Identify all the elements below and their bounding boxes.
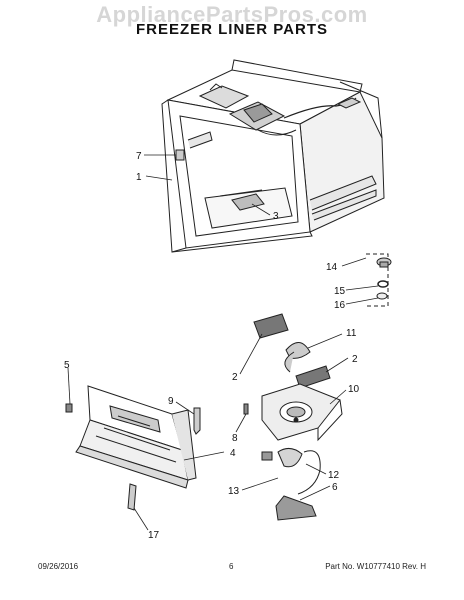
footer-part-number: Part No. W10777410 Rev. H bbox=[325, 562, 426, 571]
footer-date: 09/26/2016 bbox=[38, 562, 79, 571]
evaporator-cover-illustration bbox=[75, 385, 197, 511]
drain-parts-group bbox=[366, 253, 392, 307]
callout-11: 11 bbox=[346, 328, 357, 339]
callout-2-right: 2 bbox=[352, 354, 358, 365]
callout-4: 4 bbox=[230, 448, 236, 459]
callout-5: 5 bbox=[64, 360, 70, 371]
callout-7: 7 bbox=[136, 151, 142, 162]
callout-12: 12 bbox=[328, 470, 340, 481]
dashed-bracket bbox=[366, 253, 389, 307]
callout-14: 14 bbox=[326, 262, 338, 273]
callout-6: 6 bbox=[332, 482, 338, 493]
washer bbox=[376, 292, 388, 300]
leader-lines bbox=[67, 154, 379, 531]
callout-13: 13 bbox=[228, 486, 240, 497]
callout-10: 10 bbox=[348, 384, 360, 395]
callout-labels: 7 1 3 14 15 16 11 2 2 10 5 9 8 4 12 13 6… bbox=[64, 151, 360, 541]
footer-page-number: 6 bbox=[229, 562, 234, 571]
o-ring bbox=[377, 280, 389, 288]
callout-15: 15 bbox=[334, 286, 346, 297]
watermark-text: AppliancePartsPros.com bbox=[96, 2, 368, 27]
freezer-liner-illustration bbox=[161, 59, 385, 253]
callout-1: 1 bbox=[136, 172, 142, 183]
fan-shroud-illustration bbox=[65, 313, 343, 521]
callout-3: 3 bbox=[273, 211, 279, 222]
page-title: FREEZER LINER PARTS bbox=[135, 21, 329, 38]
callout-16: 16 bbox=[334, 300, 346, 311]
callout-17: 17 bbox=[148, 530, 160, 541]
callout-2-left: 2 bbox=[232, 372, 238, 383]
callout-8: 8 bbox=[232, 433, 238, 444]
callout-9: 9 bbox=[168, 396, 174, 407]
